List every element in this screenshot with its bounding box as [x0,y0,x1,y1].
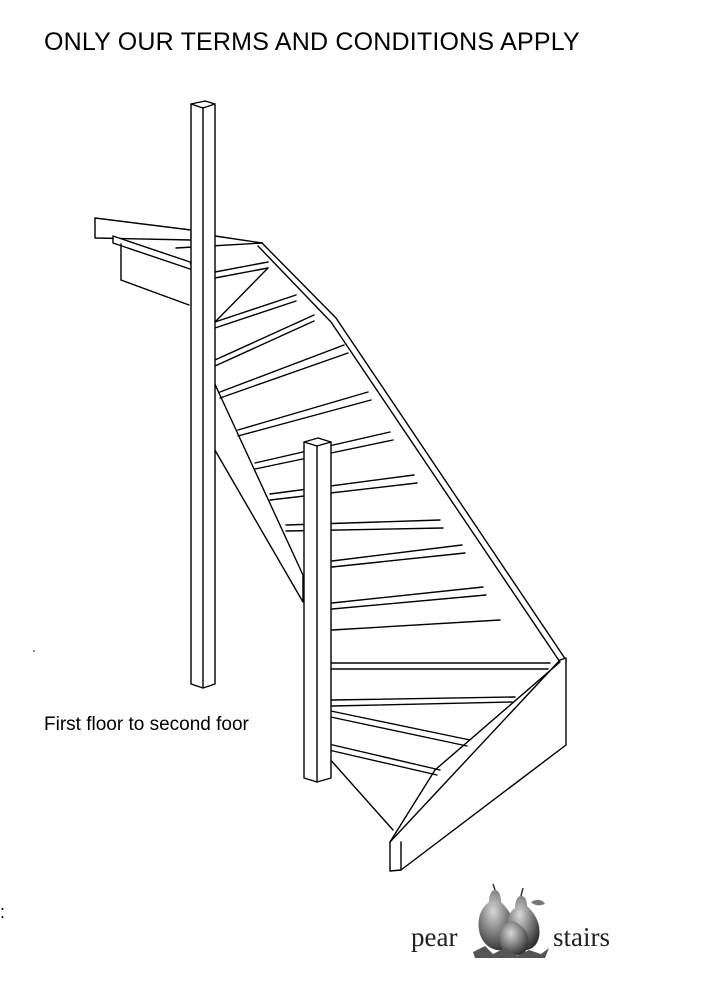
pear-icon [473,883,549,958]
edge-mark: : [0,902,6,922]
logo-word-right: stairs [553,922,610,952]
outer-stringer [257,242,567,872]
lower-newel-post [303,437,332,783]
logo-word-left: pear [411,922,458,952]
stray-dot [33,650,35,652]
pear-stairs-logo: pear stairs [405,882,625,962]
landing-rail [94,217,263,306]
upper-winders [214,261,315,367]
page-title: ONLY OUR TERMS AND CONDITIONS APPLY [44,28,580,56]
drawing-caption: First floor to second foor [44,714,249,735]
upper-newel-post [190,100,216,689]
straight-flight [219,344,501,631]
lower-winders [319,662,551,831]
